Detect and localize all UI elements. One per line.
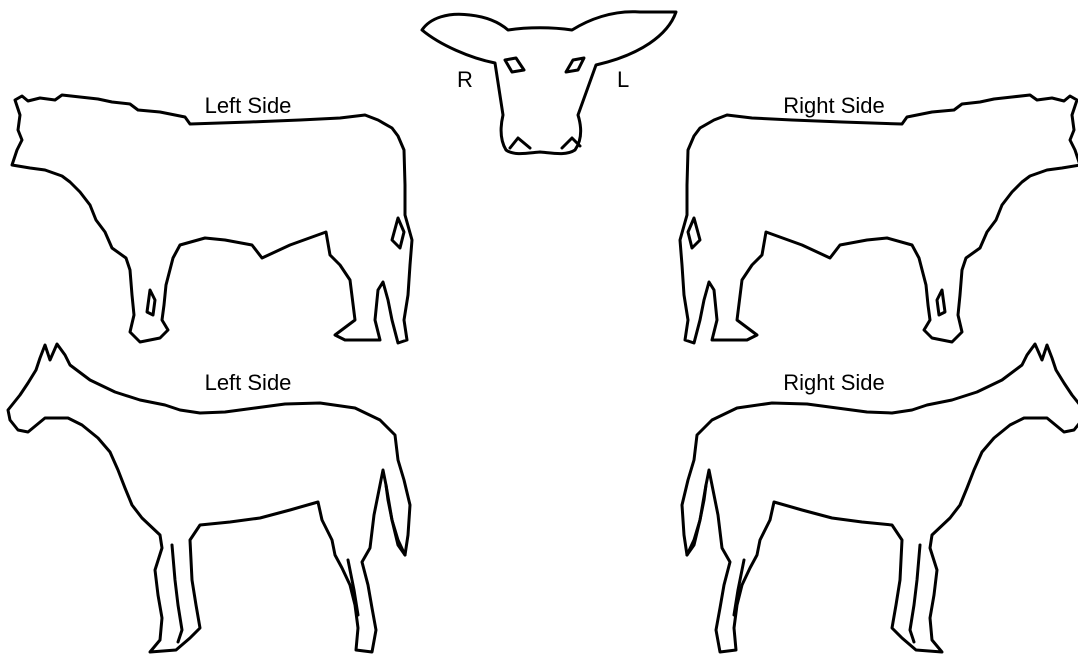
cattle-left-outline bbox=[10, 93, 414, 345]
horse-right-side: Right Side bbox=[680, 342, 1078, 654]
horse-left-far-foreleg bbox=[170, 543, 184, 644]
horse-left-side: Left Side bbox=[6, 342, 412, 654]
cattle-left-tail-switch bbox=[390, 216, 406, 250]
horse-left-tail bbox=[384, 483, 407, 557]
horse-right-label: Right Side bbox=[783, 370, 885, 395]
horse-right-far-foreleg bbox=[908, 543, 922, 644]
cattle-head-right-nostril bbox=[560, 136, 582, 150]
cattle-head-left-nostril bbox=[508, 136, 532, 150]
head-right-marker: R bbox=[457, 67, 473, 92]
cattle-right-outline bbox=[678, 93, 1078, 345]
horse-left-label: Left Side bbox=[205, 370, 292, 395]
cattle-left-side: Left Side bbox=[10, 93, 414, 345]
cattle-right-dewclaw bbox=[935, 288, 947, 317]
cattle-head-outline bbox=[420, 10, 678, 156]
cattle-head-front-view: R L bbox=[420, 10, 678, 156]
cattle-left-label: Left Side bbox=[205, 93, 292, 118]
cattle-right-side: Right Side bbox=[678, 93, 1078, 345]
horse-right-tail bbox=[685, 483, 708, 557]
cattle-right-tail-switch bbox=[686, 216, 702, 250]
cattle-left-dewclaw bbox=[145, 288, 157, 317]
cattle-head-left-eye bbox=[564, 56, 586, 74]
head-left-marker: L bbox=[617, 67, 629, 92]
horse-right-far-hindleg bbox=[732, 558, 746, 617]
horse-left-far-hindleg bbox=[346, 558, 360, 617]
cattle-right-label: Right Side bbox=[783, 93, 885, 118]
cattle-head-right-eye bbox=[503, 56, 526, 74]
